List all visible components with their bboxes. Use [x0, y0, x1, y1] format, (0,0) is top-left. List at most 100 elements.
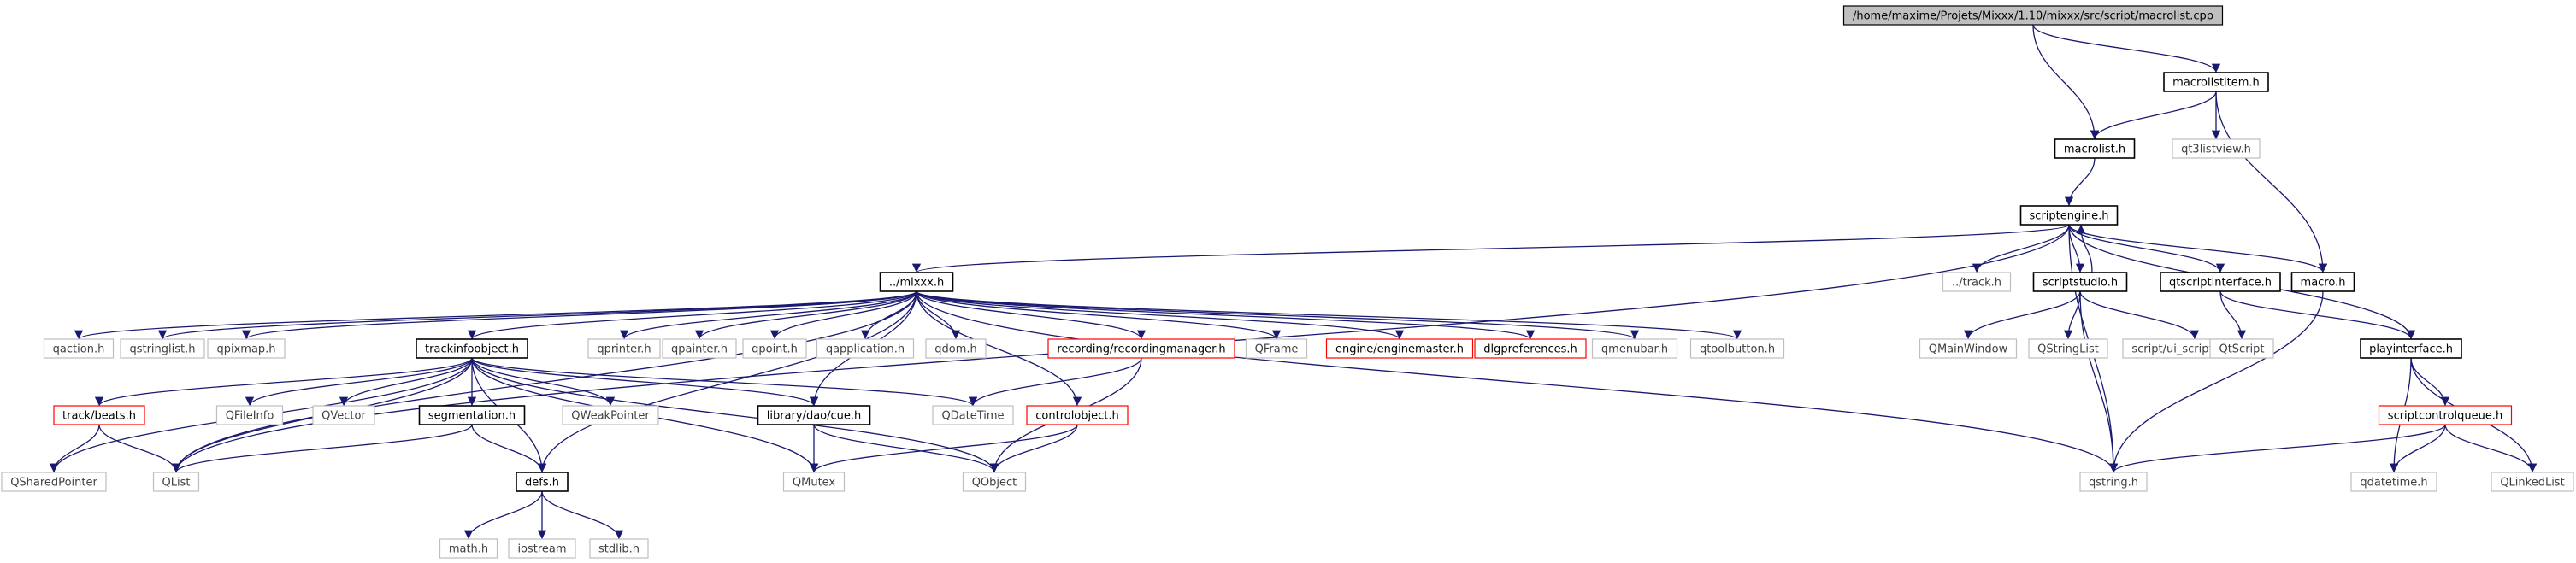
node-label: qmenubar.h	[1601, 343, 1668, 356]
node-defs[interactable]: defs.h	[516, 472, 569, 492]
node-label: ../track.h	[1952, 277, 2001, 290]
edge-root-to-macrolistitem	[2032, 24, 2221, 73]
edge-macrolistitem-to-macrolist	[2090, 91, 2217, 140]
node-box	[662, 338, 737, 359]
node-box	[2378, 405, 2513, 425]
node-label: qpixmap.h	[216, 343, 275, 356]
node-qstringlist: qstringlist.h	[120, 338, 205, 359]
edge-trackinfoobject-to-qobject	[471, 357, 999, 473]
edge-scriptstudio-to-uiscriptstudio	[2079, 290, 2200, 340]
node-label: scriptengine.h	[2030, 210, 2109, 223]
node-mixxx[interactable]: ../mixxx.h	[879, 272, 954, 292]
node-qdatetimeh: qdatetime.h	[2350, 472, 2437, 492]
node-cue[interactable]: library/dao/cue.h	[757, 405, 871, 425]
node-box	[416, 338, 528, 359]
edge-mixxx-to-qprinter	[619, 290, 917, 340]
node-box	[120, 338, 205, 359]
node-box	[782, 472, 846, 492]
node-box	[757, 405, 871, 425]
node-qlinkedlist: QLinkedList	[2491, 472, 2574, 492]
node-macrolist[interactable]: macrolist.h	[2054, 138, 2136, 159]
node-label: /home/maxime/Projets/Mixxx/1.10/mixxx/sr…	[1853, 10, 2213, 23]
node-qmainwindow: QMainWindow	[1919, 338, 2018, 359]
edge-mixxx-to-recordingmanager	[916, 290, 1147, 340]
edge-mixxx-to-qpoint	[769, 290, 917, 340]
edge-qtscriptinterface-to-qtscript	[2219, 290, 2247, 340]
node-box	[2079, 472, 2148, 492]
node-label: trackinfoobject.h	[425, 343, 519, 356]
node-enginemaster: engine/enginemaster.h	[1325, 338, 1474, 359]
node-qtscript: QtScript	[2209, 338, 2274, 359]
node-playinterface[interactable]: playinterface.h	[2360, 338, 2462, 359]
node-box	[879, 272, 954, 292]
node-label: qdatetime.h	[2360, 477, 2427, 490]
edge-trackinfoobject-to-qdatetime	[471, 357, 977, 407]
node-box	[1047, 338, 1235, 359]
edge-mixxx-to-qstring	[916, 290, 2119, 473]
node-macrolistitem[interactable]: macrolistitem.h	[2163, 72, 2269, 92]
node-box	[152, 472, 200, 492]
node-qaction: qaction.h	[43, 338, 115, 359]
edge-scriptstudio-to-qstring	[2079, 290, 2119, 473]
node-box	[215, 405, 284, 425]
node-label: macrolistitem.h	[2172, 77, 2260, 90]
node-box	[1, 472, 107, 492]
node-box	[816, 338, 915, 359]
node-box	[1325, 338, 1474, 359]
node-label: macro.h	[2301, 277, 2346, 290]
node-box	[2160, 272, 2281, 292]
node-label: playinterface.h	[2369, 343, 2453, 356]
edge-mixxx-to-controlobject	[916, 290, 1082, 407]
node-label: segmentation.h	[428, 410, 516, 423]
node-qdom: qdom.h	[925, 338, 987, 359]
node-qtscriptinterface[interactable]: qtscriptinterface.h	[2160, 272, 2281, 292]
node-box	[925, 338, 987, 359]
node-box	[1245, 338, 1308, 359]
node-iostream: iostream	[508, 538, 576, 559]
node-trackinfoobject[interactable]: trackinfoobject.h	[416, 338, 528, 359]
edge-macrolist-to-scriptengine	[2064, 157, 2096, 207]
node-box	[1591, 338, 1678, 359]
edge-trackinfoobject-to-cue	[471, 357, 819, 407]
node-qprinter: qprinter.h	[587, 338, 661, 359]
node-box	[1919, 338, 2018, 359]
edge-controlobject-to-qobject	[989, 424, 1078, 473]
node-label: QDateTime	[941, 410, 1004, 423]
node-qframe: QFrame	[1245, 338, 1308, 359]
node-trackbeats: track/beats.h	[53, 405, 145, 425]
node-layer: /home/maxime/Projets/Mixxx/1.10/mixxx/sr…	[1, 5, 2574, 559]
node-qdatetime: QDateTime	[932, 405, 1014, 425]
node-label: QtScript	[2219, 343, 2264, 356]
node-label: QFileInfo	[226, 410, 274, 423]
node-scriptstudio[interactable]: scriptstudio.h	[2032, 272, 2128, 292]
node-label: qstring.h	[2089, 477, 2138, 490]
edge-mixxx-to-enginemaster	[916, 290, 1404, 340]
node-scriptcontrolqueue: scriptcontrolqueue.h	[2378, 405, 2513, 425]
node-dlgpreferences: dlgpreferences.h	[1474, 338, 1587, 359]
node-label: engine/enginemaster.h	[1335, 343, 1464, 356]
edge-scriptengine-to-qtscriptinterface	[2068, 224, 2225, 273]
node-macro[interactable]: macro.h	[2290, 272, 2355, 292]
node-label: QFrame	[1255, 343, 1299, 356]
edge-trackbeats-to-qsharedpointer	[49, 424, 100, 473]
node-label: recording/recordingmanager.h	[1057, 343, 1225, 356]
node-label: qapplication.h	[826, 343, 905, 356]
node-scriptengine[interactable]: scriptengine.h	[2019, 205, 2119, 226]
node-label: QList	[162, 477, 191, 490]
node-qtlistview: qt3listview.h	[2172, 138, 2261, 159]
node-qstring: qstring.h	[2079, 472, 2148, 492]
node-label: qpainter.h	[671, 343, 728, 356]
node-segmentation[interactable]: segmentation.h	[418, 405, 526, 425]
node-qvector: QVector	[312, 405, 375, 425]
node-box	[2172, 138, 2261, 159]
node-box	[2019, 205, 2119, 226]
node-qobject: QObject	[962, 472, 1027, 492]
node-qapplication: qapplication.h	[816, 338, 915, 359]
node-box	[587, 338, 661, 359]
node-stdlib: stdlib.h	[589, 538, 649, 559]
node-label: QLinkedList	[2500, 477, 2564, 490]
node-qweakpointer: QWeakPointer	[562, 405, 659, 425]
node-box	[589, 538, 649, 559]
node-box	[562, 405, 659, 425]
